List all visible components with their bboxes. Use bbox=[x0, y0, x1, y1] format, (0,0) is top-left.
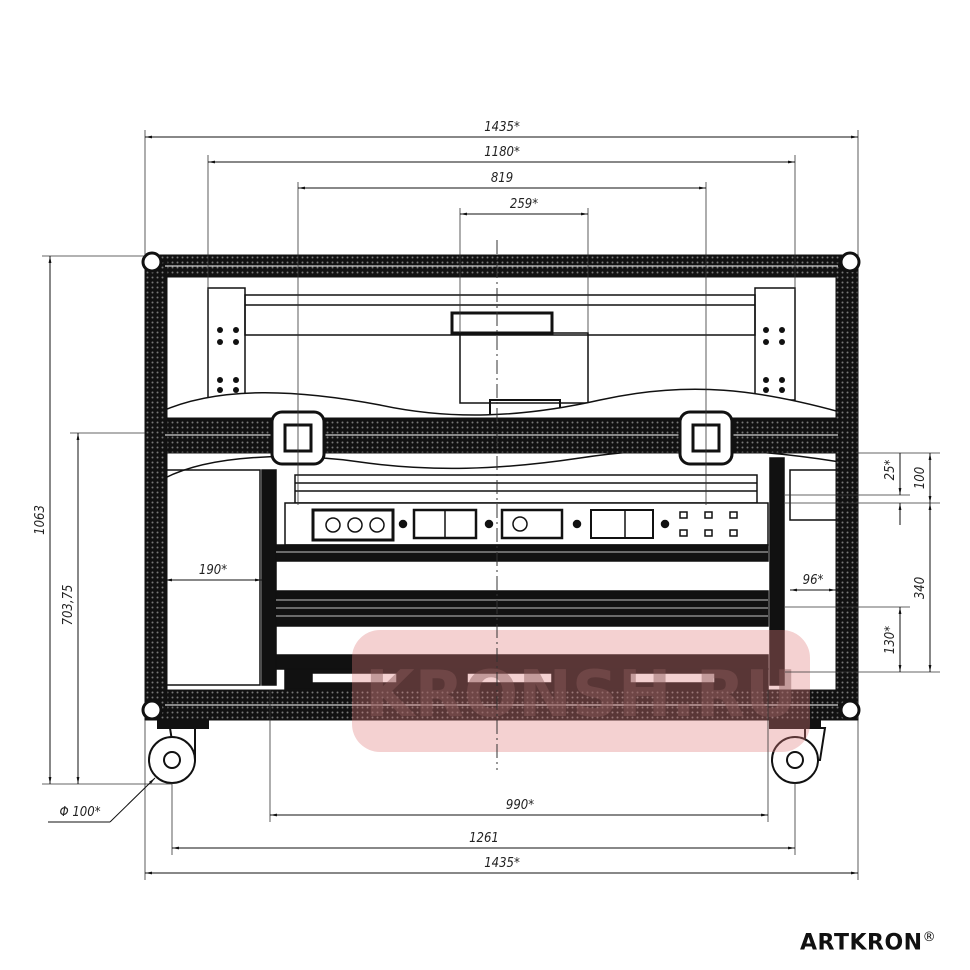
dim-monitor-bracket: 259* bbox=[510, 197, 538, 212]
monitor-assembly bbox=[207, 287, 796, 417]
short-dim-lines bbox=[48, 453, 902, 823]
dim-monitor-mount: 819 bbox=[491, 171, 513, 186]
brand-name: ARTKRON bbox=[800, 930, 923, 956]
dim-wheel-diameter: Φ 100* bbox=[59, 805, 100, 820]
brand-logo: ARTKRON® bbox=[800, 930, 936, 955]
dim-bottom-overall: 1435* bbox=[484, 856, 520, 871]
dim-bottom-inner: 990* bbox=[506, 798, 534, 813]
dim-top-overall: 1435* bbox=[484, 120, 520, 135]
dimension-lines bbox=[48, 135, 932, 875]
corner-ball bbox=[839, 699, 861, 721]
dim-rack-bottom: 130* bbox=[883, 626, 898, 654]
dim-rack-panel: 100 bbox=[913, 467, 928, 489]
extension-lines bbox=[42, 130, 940, 880]
corner-ball bbox=[839, 251, 861, 273]
dim-side-gap-left: 190* bbox=[199, 563, 227, 578]
dim-rack-body: 340 bbox=[913, 577, 928, 599]
watermark: KRONSH.RU bbox=[352, 630, 810, 752]
rack-unit bbox=[164, 457, 839, 690]
dim-overall-height: 1063 bbox=[33, 505, 48, 535]
dim-middle-bar-height: 703,75 bbox=[61, 585, 76, 626]
registered-mark: ® bbox=[922, 930, 937, 945]
dim-side-gap-right: 96* bbox=[803, 573, 824, 588]
dim-wheel-base: 1261 bbox=[469, 831, 499, 846]
corner-ball bbox=[141, 251, 163, 273]
dim-rack-top-offset: 25* bbox=[883, 459, 898, 480]
dim-top-inner: 1180* bbox=[484, 145, 520, 160]
casters bbox=[148, 719, 827, 784]
corner-ball bbox=[141, 699, 163, 721]
svg-text:KRONSH.RU: KRONSH.RU bbox=[365, 658, 797, 732]
frame bbox=[141, 251, 861, 721]
